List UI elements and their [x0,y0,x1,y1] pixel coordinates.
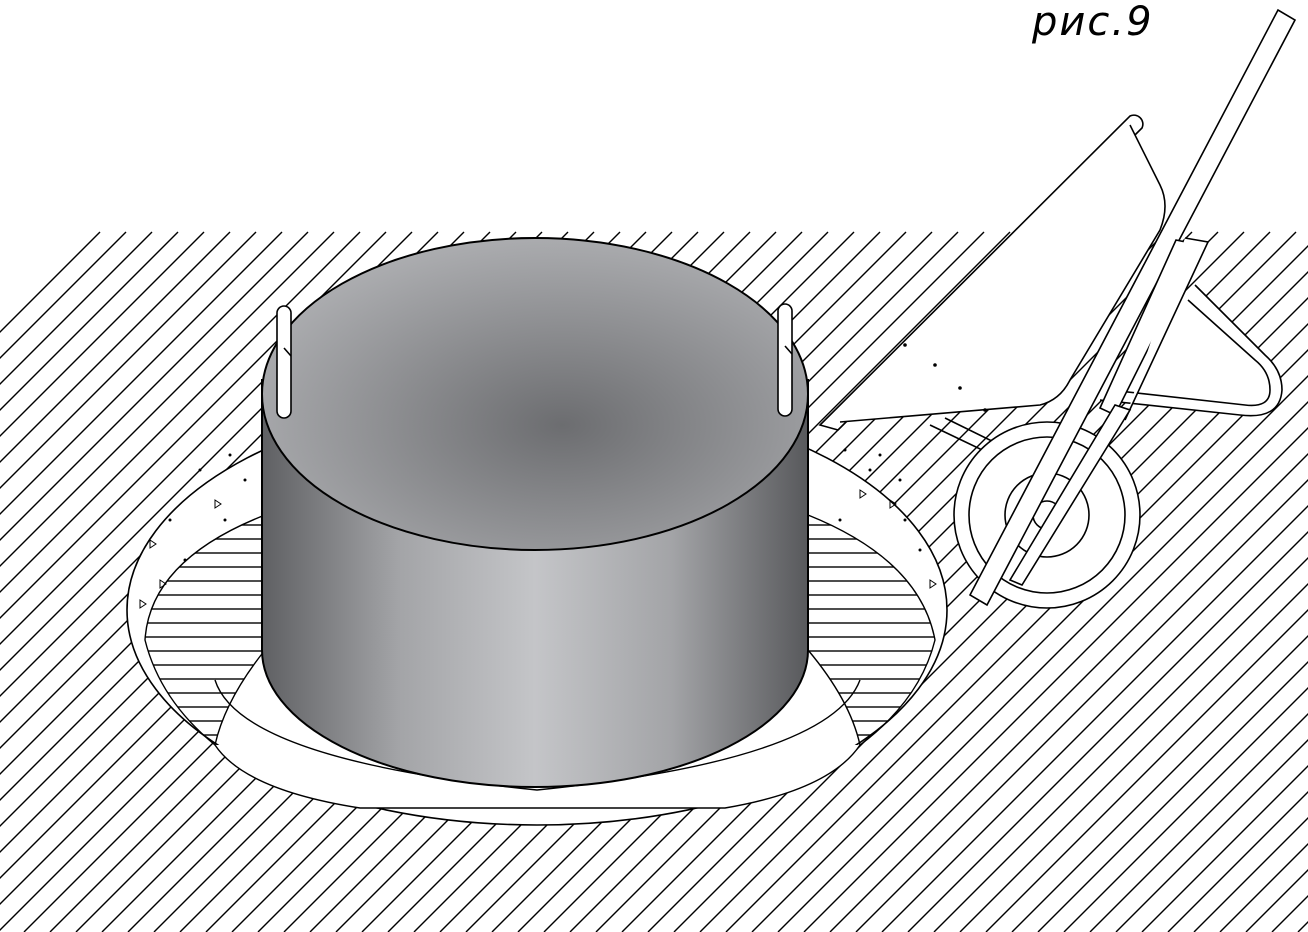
aggregate-dot [838,518,842,522]
aggregate-triangle [214,499,222,509]
hatch-line [1115,739,1308,932]
aggregate-triangle [149,539,157,549]
hatch-line [0,231,361,593]
aggregate-dot [903,518,907,522]
hatch-line [0,231,127,359]
hatch-line [855,479,1308,932]
hatch-line [933,557,1308,932]
hatch-line [0,231,153,385]
aggregate-triangle [859,489,867,499]
hatch-line [829,453,1308,932]
hatch-line [959,583,1308,932]
hatch-line [0,231,335,567]
hatch-line [0,231,179,411]
aggregate-dot [228,453,232,457]
hatch-line [907,531,1308,932]
hatch-line [0,231,231,463]
aggregate-dot [898,478,902,482]
hatch-line [803,427,1308,932]
hatch-line [0,231,387,619]
wheelbarrow [818,8,1297,609]
hatch-line [1037,661,1308,932]
aggregate-triangle [889,499,897,509]
hatch-line [777,401,1308,932]
hatch-line [0,231,309,541]
aggregate-dot [223,518,227,522]
aggregate-triangle [929,579,937,589]
hatch-line [881,505,1308,932]
hatch-line [0,231,101,333]
concrete-ring [261,237,809,788]
hatch-line [1141,765,1308,932]
aggregate-dot [843,448,847,452]
aggregate-triangle [139,599,147,609]
hatch-line [0,231,205,437]
hatch-line [1089,713,1308,932]
aggregate-dot [868,468,872,472]
hatch-line [0,231,283,515]
aggregate-dot [168,518,172,522]
hatch-line [1063,687,1308,932]
aggregate-dot [878,453,882,457]
figure-caption: рис.9 [1032,0,1154,45]
hatch-line [1167,791,1308,932]
aggregate-dot [198,468,202,472]
hatch-line [985,609,1308,932]
lifting-loops [276,303,793,419]
hatch-line [1011,635,1308,932]
hatch-line [1271,895,1308,932]
aggregate-dot [918,548,922,552]
aggregate-dot [243,478,247,482]
hatch-line [0,231,257,489]
